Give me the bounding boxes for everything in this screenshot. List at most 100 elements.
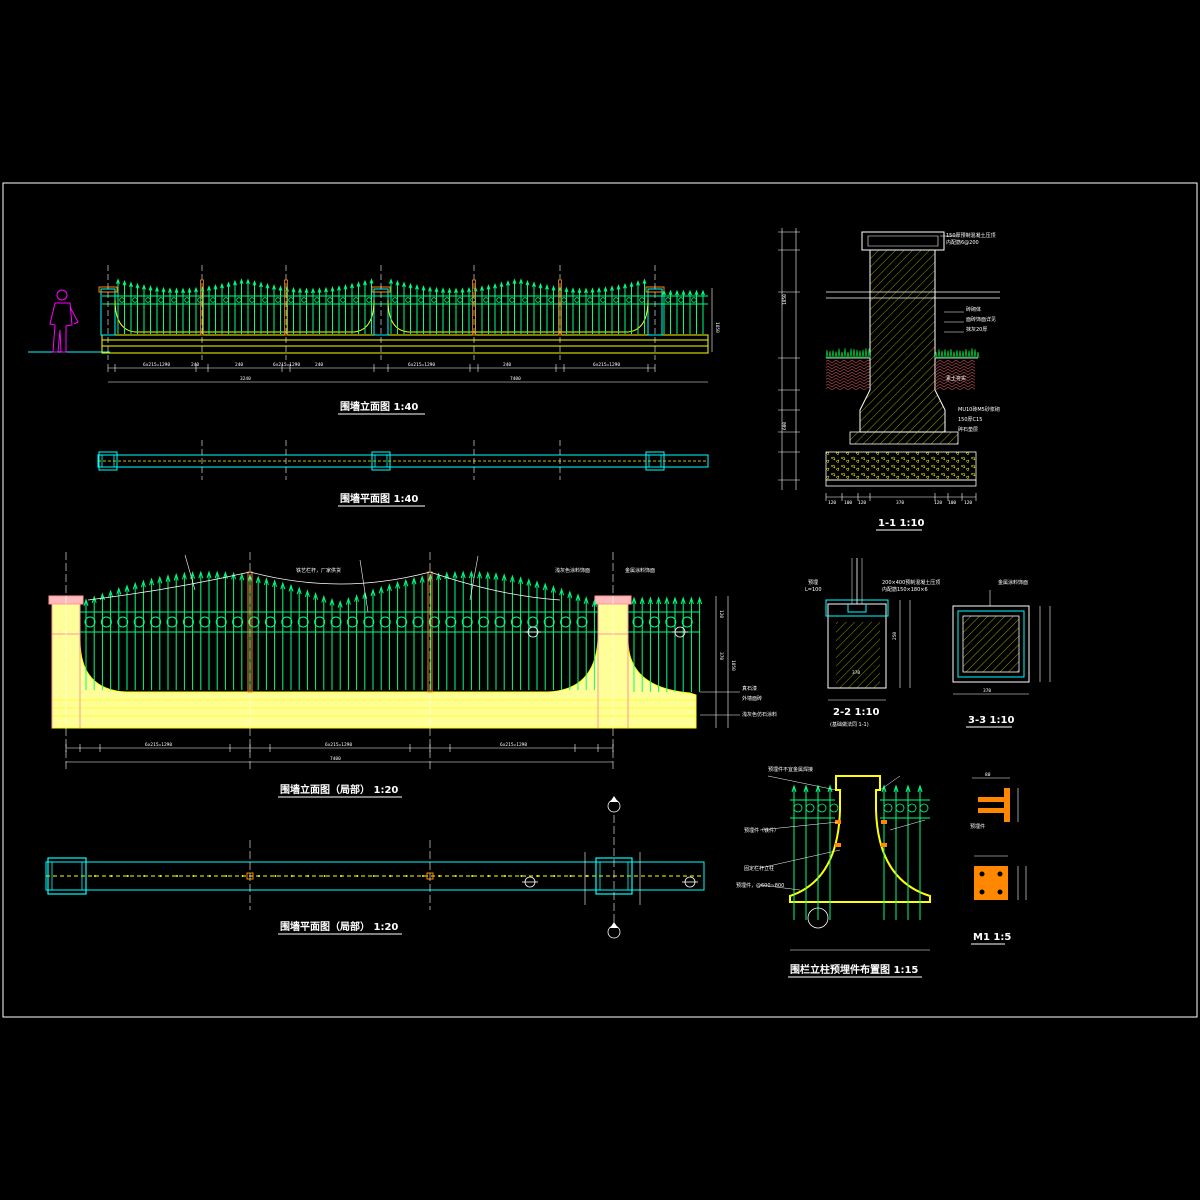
m1-hole: [998, 872, 1003, 877]
grass-blade: [950, 349, 952, 358]
leader: [768, 776, 836, 790]
plan-picket: [488, 875, 490, 877]
note-post-a: 预埋件（铁件）: [744, 827, 779, 834]
dim-label: 1850: [730, 660, 736, 671]
fence-ring: [224, 298, 229, 303]
plan-picket: [422, 875, 424, 877]
dim-label: 250: [892, 632, 898, 640]
dim-label: 240: [315, 362, 323, 368]
dim-total: 7400: [510, 376, 521, 382]
fence-ring: [588, 298, 593, 303]
m1-hole: [980, 872, 985, 877]
wall-elevation-1-40: 18506x215=12902402406x215=12902406x215=1…: [28, 265, 720, 382]
plan-picket: [127, 875, 129, 877]
base-layer: [826, 480, 976, 486]
plan-picket: [586, 875, 588, 877]
fence-ring: [818, 804, 826, 812]
grass-blade: [953, 352, 955, 358]
plan-picket: [225, 875, 227, 877]
title-elevation-1-40: 围墙立面图 1:40: [340, 400, 418, 413]
plan-picket: [160, 875, 162, 877]
note-sec-footing: MU10砖M5砂浆砌: [958, 406, 1000, 413]
curved-wall-top: [115, 300, 374, 332]
fence-ring: [908, 804, 916, 812]
cut-arrow: [610, 796, 618, 802]
fence-ring: [601, 298, 606, 303]
title-plan-1-20: 围墙平面图（局部） 1:20: [280, 920, 398, 933]
fence-ring: [289, 298, 294, 303]
fence-ring: [302, 298, 307, 303]
plan-picket: [307, 875, 309, 877]
fence-ring: [367, 298, 372, 303]
plan-picket: [373, 875, 375, 877]
plan-picket: [110, 875, 112, 877]
grass-blade: [968, 351, 970, 358]
dim-label: 120: [964, 500, 972, 506]
title-section-2-2: 2-2 1:10: [833, 707, 879, 718]
dim-label: 100: [948, 500, 956, 506]
plan-picket: [209, 875, 211, 877]
grass-blade: [962, 351, 964, 358]
note-sec-face: 面砖饰面详见: [966, 316, 996, 323]
grass-blade: [941, 351, 943, 358]
dim-total: 3240: [240, 376, 251, 382]
plan-picket: [537, 875, 539, 877]
note-wall-face-3: 浅灰色仿石涂料: [742, 711, 777, 718]
title-m1: M1 1:5: [973, 932, 1011, 943]
embed-plate-m1: 80: [972, 772, 1026, 900]
grass-blade: [977, 352, 979, 358]
gravel-base: [826, 452, 976, 480]
fence-ring: [133, 298, 138, 303]
dim-label: 6x215=1290: [273, 362, 300, 368]
fence-ring: [497, 298, 502, 303]
height-dim: 1850: [714, 322, 720, 333]
grass-blade: [965, 349, 967, 358]
fence-ring: [328, 298, 333, 303]
plan-picket: [176, 875, 178, 877]
dim-label: 6x215=1290: [145, 742, 172, 748]
dim-label: 6x215=1290: [408, 362, 435, 368]
post-outline: [790, 776, 930, 902]
dim-label: 370: [896, 500, 904, 506]
fence-ring: [120, 298, 125, 303]
fence-ring: [896, 804, 904, 812]
grass-blade: [835, 351, 837, 358]
sec33-core: [963, 616, 1019, 672]
fence-ring: [627, 298, 632, 303]
grass-blade: [841, 352, 843, 358]
fence-ring: [458, 298, 463, 303]
dim-label: 240: [191, 362, 199, 368]
fence-ring: [484, 298, 489, 303]
fence-ring: [172, 298, 177, 303]
grass-blade: [947, 350, 949, 358]
fence-ring: [549, 298, 554, 303]
fence-ring: [393, 298, 398, 303]
sec22-slot: [848, 604, 866, 612]
embed-plate: [881, 843, 887, 847]
fence-ring: [276, 298, 281, 303]
subtitle-section-2-2: (基础做法同 1-1): [830, 721, 869, 728]
note-post-d: 预埋件，@600~800: [736, 882, 784, 889]
plan-picket: [291, 875, 293, 877]
m1-hole: [998, 890, 1003, 895]
note-sec22-c: 200×400预制混凝土压顶: [882, 579, 940, 586]
wall-cap: [862, 232, 944, 250]
sec22-hatch: [836, 622, 880, 688]
title-post-embed-layout: 围栏立柱预埋件布置图 1:15: [790, 963, 918, 976]
note-top-metal: 金属涂料饰面: [625, 567, 655, 574]
dim-label: 6x215=1290: [143, 362, 170, 368]
plan-picket: [274, 875, 276, 877]
note-sec-cap: 150厚预制混凝土压顶: [946, 232, 996, 239]
note-wall-face-2: 外墙面砖: [742, 695, 762, 702]
embed-plate: [881, 820, 887, 824]
grass-blade: [956, 350, 958, 358]
title-plan-1-40: 围墙平面图 1:40: [340, 492, 418, 505]
fence-ring: [640, 298, 645, 303]
dim-label: 120: [828, 500, 836, 506]
footing-concrete: [850, 432, 958, 444]
note-post-b: 预埋件: [970, 823, 985, 830]
note-sec-soil: 素土夯实: [946, 375, 966, 382]
grass-blade: [838, 348, 840, 358]
curved-wall-top: [388, 300, 648, 332]
note-wall-face-1: 真石漆: [742, 685, 757, 692]
